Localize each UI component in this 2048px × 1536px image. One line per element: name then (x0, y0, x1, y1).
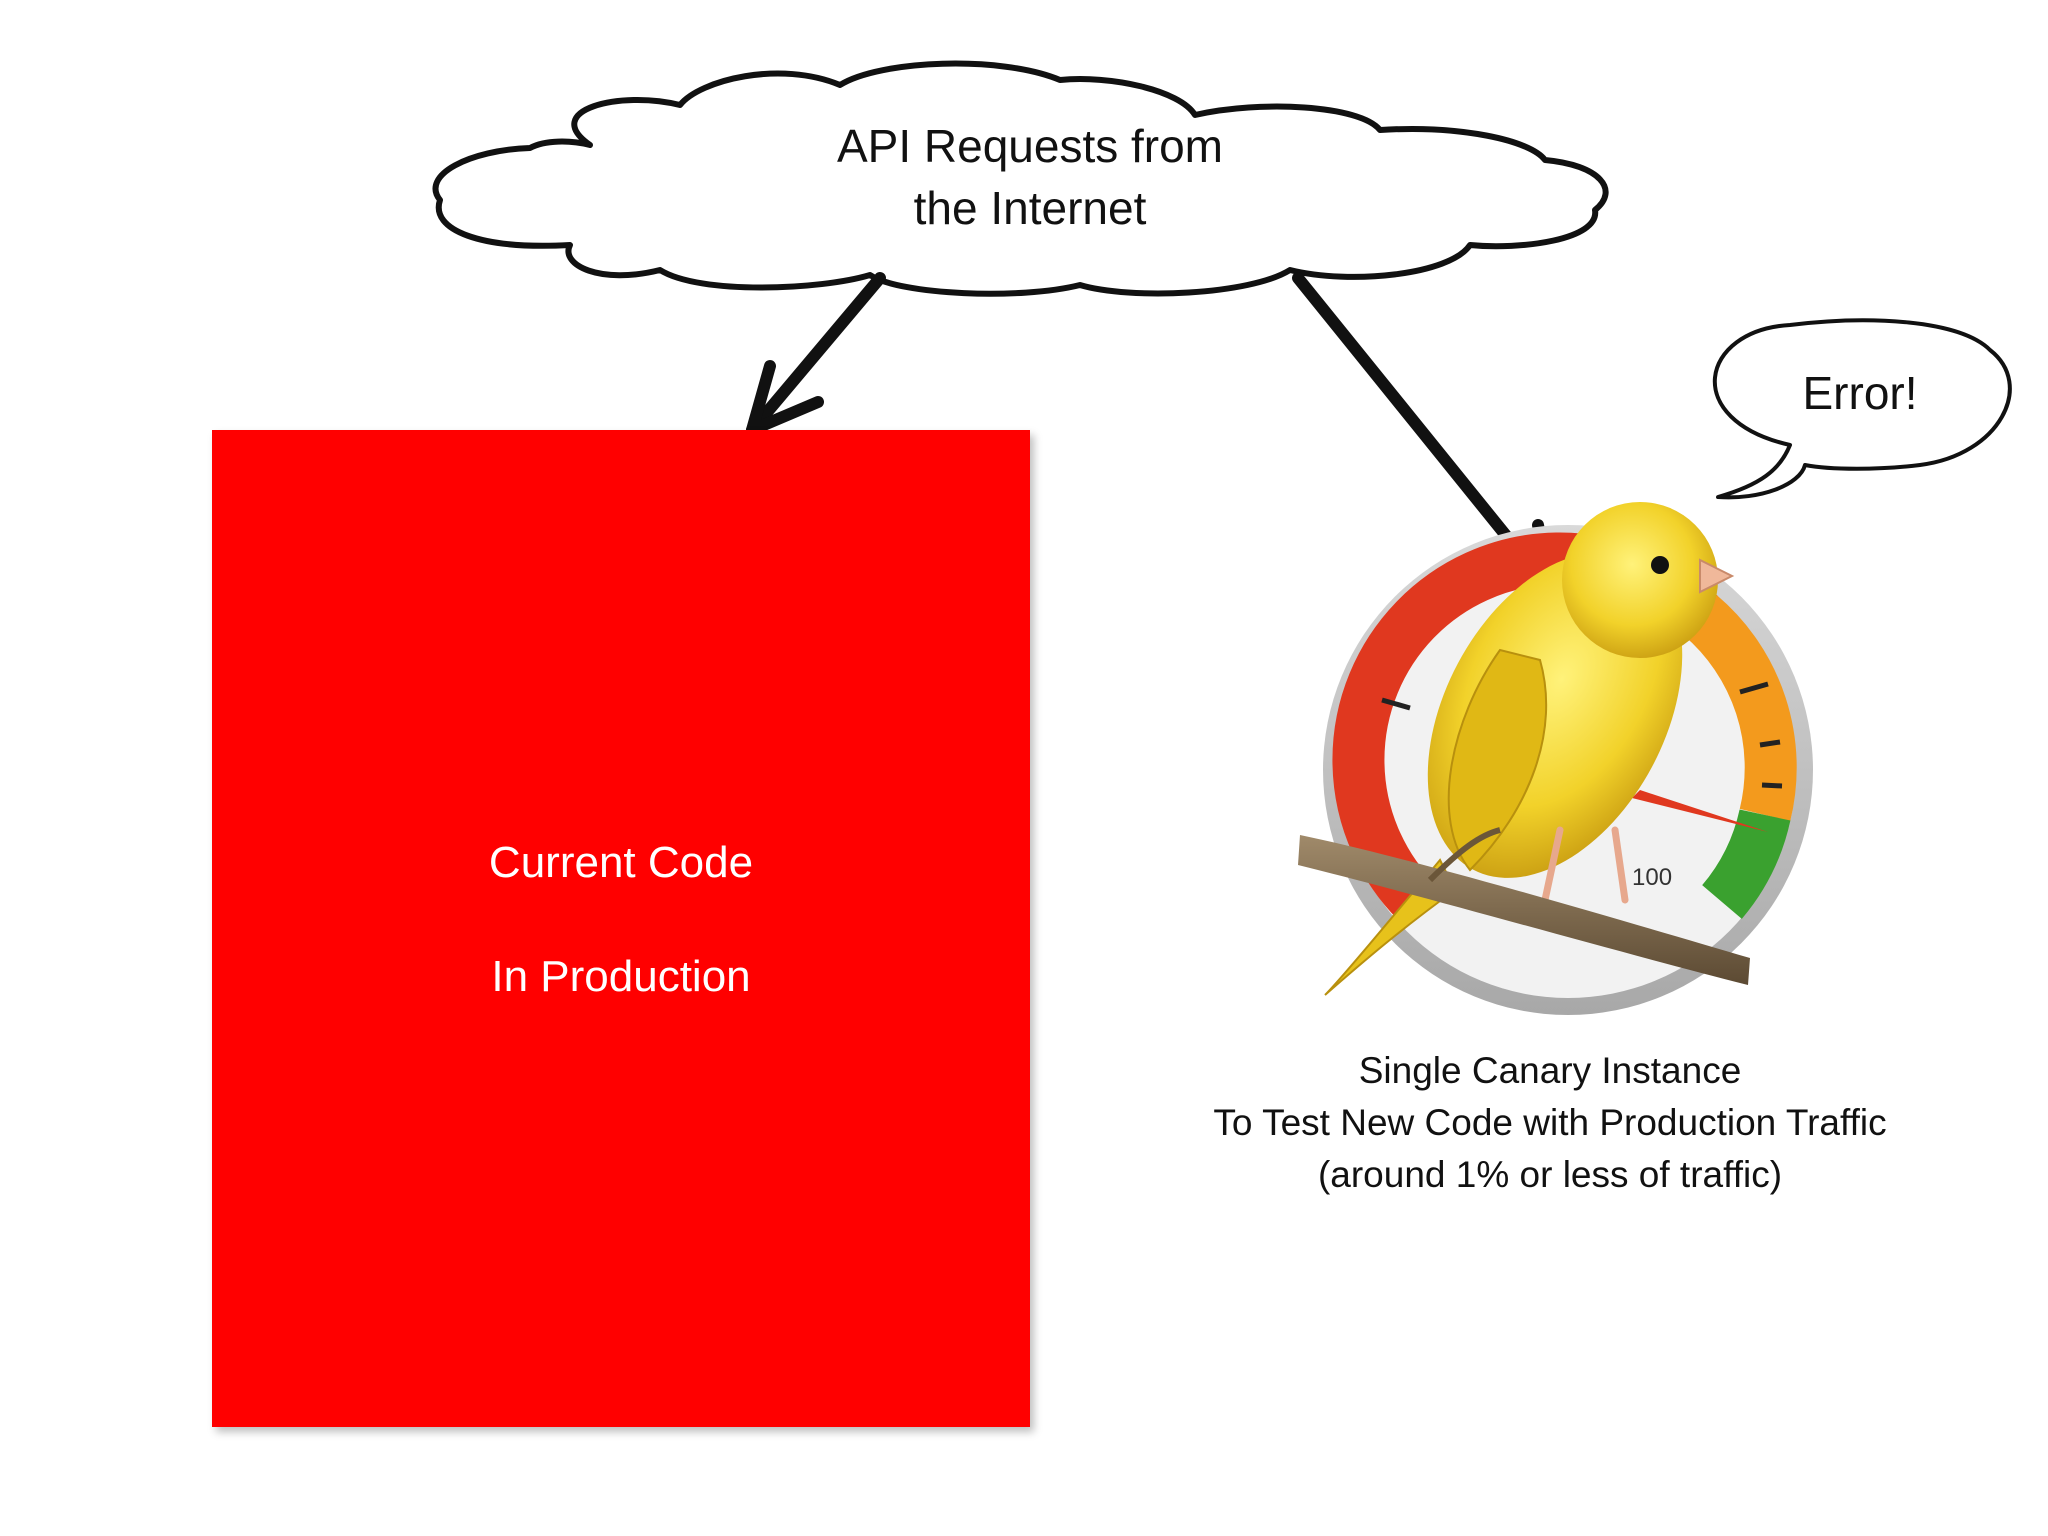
production-box-label: Current Code In Production (212, 838, 1030, 1002)
production-label-line1: Current Code (488, 838, 754, 887)
production-box (212, 430, 1030, 1427)
perch-branch (1298, 827, 1750, 985)
error-speech-bubble (1713, 318, 2012, 500)
gauge-scale-label: 100 (1632, 864, 1672, 891)
canary-caption: Single Canary Instance To Test New Code … (1150, 1045, 1950, 1201)
production-label-line2: In Production (491, 952, 751, 1001)
cloud-label: API Requests from the Internet (780, 115, 1280, 239)
error-label: Error! (1802, 367, 1918, 419)
cloud-label-line1: API Requests from (836, 120, 1224, 172)
canary-caption-line2: To Test New Code with Production Traffic (1213, 1102, 1887, 1143)
canary-caption-line3: (around 1% or less of traffic) (1317, 1154, 1783, 1195)
canary-caption-line1: Single Canary Instance (1358, 1050, 1742, 1091)
arrow-to-production (746, 272, 886, 436)
internet-cloud (432, 60, 1609, 297)
cloud-label-line2: the Internet (913, 182, 1147, 234)
